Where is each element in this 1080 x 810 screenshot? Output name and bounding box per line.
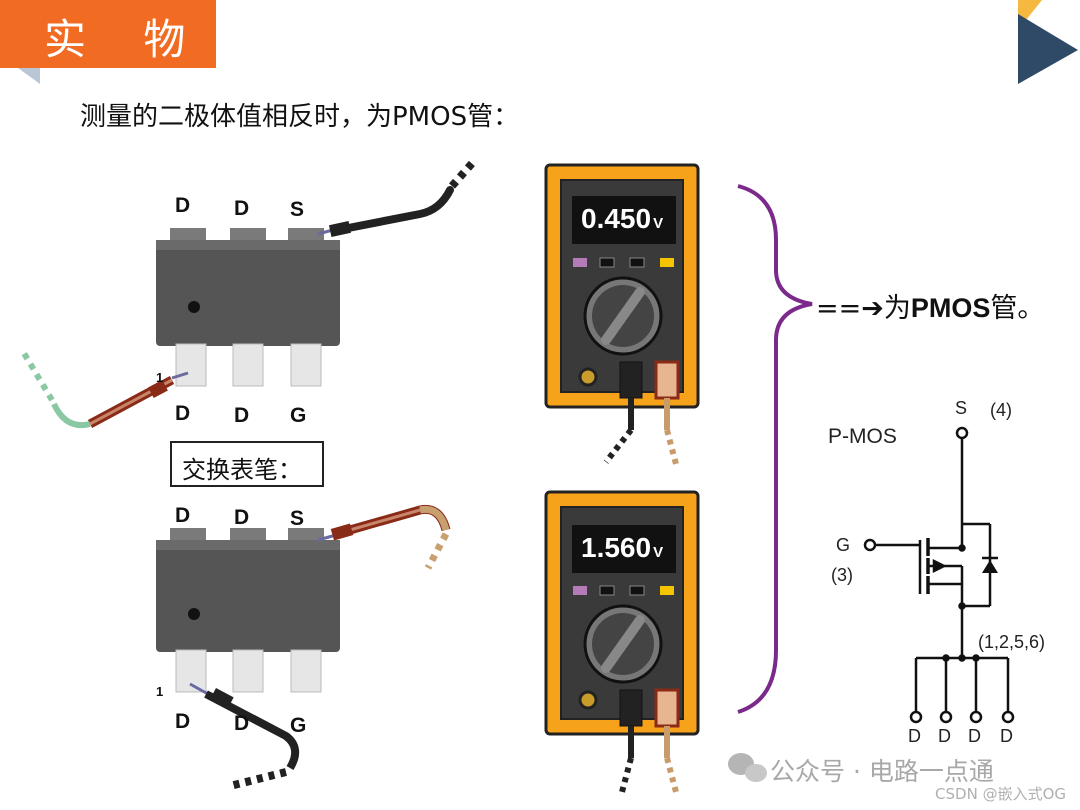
- drain-label: D: [968, 726, 981, 746]
- page-title: 实 物: [44, 15, 208, 64]
- source-pin-number: (4): [990, 400, 1012, 420]
- conclusion-prefix: 为: [883, 293, 911, 324]
- pin-label: G: [290, 404, 307, 427]
- chip-bottom: [156, 528, 340, 693]
- pin-label: D: [234, 197, 250, 220]
- gate-label: G: [836, 535, 851, 555]
- conclusion-type: PMOS: [910, 293, 991, 323]
- wechat-icon: [728, 753, 767, 782]
- swap-probes-box: 交换表笔：: [170, 441, 324, 487]
- conclusion-suffix: 管。: [990, 293, 1045, 324]
- drain-label: D: [908, 726, 921, 746]
- drain-label: D: [1000, 726, 1013, 746]
- pin-label: D: [175, 194, 191, 217]
- banner-accent: [18, 68, 40, 84]
- pin1-marker: 1: [156, 684, 164, 699]
- gate-pin-number: (3): [831, 565, 853, 585]
- reading-unit: V: [653, 215, 664, 232]
- pin-label: S: [290, 198, 305, 221]
- title-banner: 实 物: [0, 0, 216, 68]
- watermark-text: 公众号 · 电路一点通: [770, 757, 994, 786]
- multimeter-bottom: [544, 490, 700, 793]
- pin-label: D: [234, 712, 250, 735]
- pin-label: D: [234, 506, 250, 529]
- multimeter-top: [544, 163, 700, 465]
- probe-black-bottom: [189, 682, 300, 790]
- pin-label: D: [234, 404, 250, 427]
- pin-label: D: [175, 402, 191, 425]
- pin-label: D: [175, 504, 191, 527]
- reading-unit: V: [653, 544, 664, 561]
- probe-red-top: [19, 348, 189, 428]
- reading-value: 1.560: [581, 532, 652, 563]
- source-label: S: [955, 398, 968, 418]
- drain-label: D: [938, 726, 951, 746]
- chip-top: [156, 228, 340, 387]
- pmos-schematic: [863, 426, 1015, 724]
- drain-pin-numbers: (1,2,5,6): [978, 632, 1046, 652]
- pin-label: S: [290, 507, 305, 530]
- reading-value: 0.450: [581, 203, 652, 234]
- swap-probes-label: 交换表笔：: [182, 456, 302, 484]
- conclusion: ==➔为PMOS管。: [816, 286, 1044, 325]
- conclusion-arrow: ==➔: [816, 293, 884, 324]
- schematic-title: P-MOS: [828, 425, 897, 448]
- pin-label: G: [290, 714, 307, 737]
- probe-black-top: [317, 157, 478, 237]
- probe-red-bottom: [317, 504, 451, 570]
- watermark-csdn: CSDN @嵌入式OG: [935, 785, 1066, 803]
- pin1-marker: 1: [156, 370, 164, 385]
- subtitle: 测量的二极体值相反时，为PMOS管：: [80, 102, 520, 132]
- next-slide-icon[interactable]: [1012, 0, 1080, 90]
- pin-label: D: [175, 710, 191, 733]
- brace: [737, 184, 813, 714]
